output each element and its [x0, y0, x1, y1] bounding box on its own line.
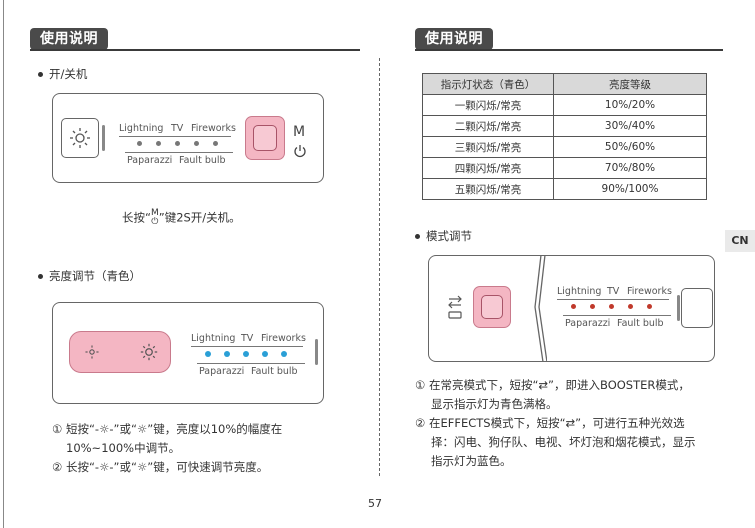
mode-line-4: 择：闪电、狗仔队、电视、坏灯泡和烟花模式，显示 [431, 435, 696, 449]
brightness-instructions: ① 短按“-☼-”或“☼”键，亮度以10%的幅度在 10%~100%中调节。 ②… [52, 420, 372, 477]
table-cell: 三颗闪烁/常亮 [422, 136, 554, 158]
table-header-level: 亮度等级 [553, 73, 707, 95]
mode-label-paparazzi: Paparazzi [565, 318, 611, 329]
brightness-button-bar[interactable] [69, 331, 171, 373]
left-heading-underline [30, 49, 360, 51]
mode-label-fault-bulb: Fault bulb [617, 318, 664, 329]
key-glyph-bottom: ⏻ [151, 217, 159, 227]
mode-label-fault-bulb: Fault bulb [179, 155, 226, 166]
table-cell: 10%/20% [553, 94, 707, 116]
mode-label-tv: TV [171, 123, 184, 134]
mode-device: Lightning TV Fireworks Paparazzi Fault b… [428, 255, 715, 362]
brightness-up-icon[interactable] [140, 343, 158, 361]
table-cell: 二颗闪烁/常亮 [422, 115, 554, 137]
mode-switch-button[interactable] [473, 286, 511, 328]
indicator-dot-cyan [224, 351, 230, 357]
indicator-dot [590, 304, 595, 309]
indicator-dot [609, 304, 614, 309]
mode-label-fireworks: Fireworks [261, 333, 306, 344]
mode-label-tv: TV [241, 333, 254, 344]
mode-label-fireworks: Fireworks [191, 123, 236, 134]
mode-light-cap [677, 288, 713, 328]
language-tab: CN [725, 230, 755, 252]
power-bullet-text: 开/关机 [49, 67, 88, 81]
indicator-dot [137, 141, 142, 146]
right-heading: 使用说明 [415, 28, 493, 50]
mode-label-tv: TV [607, 286, 620, 297]
mode-bullet: 模式调节 [415, 228, 472, 244]
brightness-device: Lightning TV Fireworks Paparazzi Fault b… [52, 302, 324, 404]
left-heading: 使用说明 [30, 28, 108, 50]
indicator-dot [213, 141, 218, 146]
indicator-dot [647, 304, 652, 309]
indicator-dot-cyan [205, 351, 211, 357]
mode-instructions: ① 在常亮模式下，短按“⇄”，即进入BOOSTER模式， 显示指示灯为青色满格。… [415, 376, 725, 471]
brightness-line-1: ① 短按“-☼-”或“☼”键，亮度以10%的幅度在 [52, 422, 283, 436]
mode-label-lightning: Lightning [191, 333, 236, 344]
indicator-dot [194, 141, 199, 146]
switch-mode-icon [448, 295, 462, 319]
indicator-dot [156, 141, 161, 146]
column-divider [379, 58, 380, 476]
brightness-line-2: 10%~100%中调节。 [66, 441, 181, 455]
caption-after: ”键2S开/关机。 [158, 210, 241, 225]
brightness-bullet: 亮度调节（青色） [38, 268, 141, 284]
mode-line-3: ② 在EFFECTS模式下，短按“⇄”，可进行五种光效选 [415, 416, 685, 430]
key-glyph-top: M [150, 208, 159, 218]
mode-label-paparazzi: Paparazzi [199, 366, 245, 377]
table-cell: 五颗闪烁/常亮 [422, 178, 554, 200]
indicator-dot [628, 304, 633, 309]
mode-label-fireworks: Fireworks [627, 286, 672, 297]
brightness-down-icon[interactable] [84, 344, 100, 360]
mode-bullet-text: 模式调节 [426, 229, 472, 243]
power-device: Lightning TV Fireworks Paparazzi Fault b… [52, 93, 324, 183]
indicator-dot-cyan [243, 351, 249, 357]
mode-label-paparazzi: Paparazzi [127, 155, 173, 166]
indicator-dot [175, 141, 180, 146]
brightness-line-3: ② 长按“-☼-”或“☼”键，可快速调节亮度。 [52, 460, 269, 474]
right-heading-underline [415, 49, 723, 51]
table-cell: 50%/60% [553, 136, 707, 158]
power-bullet: 开/关机 [38, 66, 87, 82]
mode-line-2: 显示指示灯为青色满格。 [431, 397, 558, 411]
page-edge [3, 0, 4, 528]
table-header-status: 指示灯状态（青色） [422, 73, 554, 95]
sun-icon [70, 128, 90, 148]
table-cell: 30%/40% [553, 115, 707, 137]
brightness-bullet-text: 亮度调节（青色） [49, 269, 141, 283]
indicator-dot [571, 304, 576, 309]
mode-label-lightning: Lightning [119, 123, 164, 134]
power-light-cap [61, 118, 105, 158]
caption-before: 长按“ [122, 210, 151, 225]
power-mode-button[interactable] [245, 116, 285, 160]
mode-line-5: 指示灯为蓝色。 [431, 454, 512, 468]
mode-label-lightning: Lightning [557, 286, 602, 297]
table-cell: 90%/100% [553, 178, 707, 200]
indicator-dot-cyan [262, 351, 268, 357]
mode-key-glyph: M⏻ [151, 209, 159, 227]
table-cell: 70%/80% [553, 157, 707, 179]
table-cell: 四颗闪烁/常亮 [422, 157, 554, 179]
m-label: M [293, 124, 306, 140]
housing-break [534, 255, 547, 362]
mode-label-fault-bulb: Fault bulb [251, 366, 298, 377]
mode-line-1: ① 在常亮模式下，短按“⇄”，即进入BOOSTER模式， [415, 378, 690, 392]
power-caption: 长按“M⏻”键2S开/关机。 [122, 209, 241, 227]
indicator-dot-cyan [281, 351, 287, 357]
table-cell: 一颗闪烁/常亮 [422, 94, 554, 116]
power-icon [294, 145, 306, 158]
page-number: 57 [368, 497, 382, 510]
